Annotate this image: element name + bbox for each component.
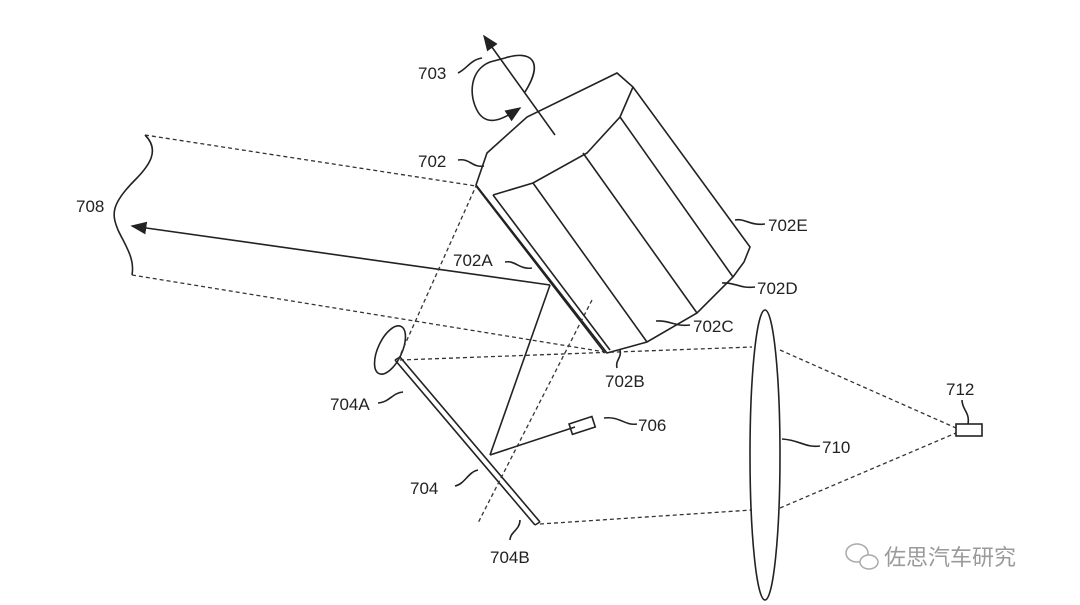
leader-702C: [655, 320, 691, 327]
wechat-icon: [845, 543, 879, 570]
dashed-path: [399, 346, 753, 361]
leader-703: [457, 57, 483, 74]
leader-702: [457, 158, 485, 168]
laser-beam: [489, 426, 576, 456]
label-702: 702: [418, 152, 446, 171]
leader-702A: [504, 260, 533, 270]
label-710: 710: [822, 438, 850, 457]
leader-704A: [377, 391, 404, 404]
label-706: 706: [638, 416, 666, 435]
dashed-path: [477, 299, 593, 524]
brace-708: [113, 134, 154, 276]
dashed-path: [397, 185, 477, 361]
scanning-mirror-704: [394, 356, 541, 526]
label-702C: 702C: [693, 317, 734, 336]
label-704B: 704B: [490, 548, 530, 567]
dashed-path: [779, 349, 957, 429]
lens-710: [749, 309, 781, 601]
label-704A: 704A: [330, 395, 370, 414]
dashed-path: [779, 432, 957, 509]
leader-702E: [734, 218, 766, 226]
label-708: 708: [76, 197, 104, 216]
output-beam-arrow: [130, 221, 551, 286]
leader-706: [603, 416, 638, 426]
leader-702B: [615, 349, 622, 369]
leader-704: [454, 469, 479, 487]
leader-712: [961, 399, 970, 425]
rotation-axis-arrow: [483, 34, 556, 136]
label-702B: 702B: [605, 372, 645, 391]
detector-712: [955, 423, 983, 437]
label-702D: 702D: [757, 279, 798, 298]
leader-704B: [509, 519, 521, 541]
rotation-direction-loop: [471, 54, 536, 122]
polygon-mirror-drum: [475, 72, 751, 354]
leader-710: [781, 438, 821, 448]
laser-emitter-706: [568, 415, 597, 436]
label-702E: 702E: [768, 216, 808, 235]
label-712: 712: [946, 380, 974, 399]
leader-702D: [721, 282, 756, 289]
mirror-rotation-indicator: [373, 325, 407, 375]
watermark-text: 佐思汽车研究: [884, 546, 1016, 571]
label-702A: 702A: [453, 251, 493, 270]
beam-boundary-lower: [131, 274, 606, 353]
dashed-path: [539, 509, 753, 525]
label-704: 704: [410, 479, 438, 498]
label-703: 703: [418, 64, 446, 83]
beam-path-segment: [489, 284, 551, 456]
